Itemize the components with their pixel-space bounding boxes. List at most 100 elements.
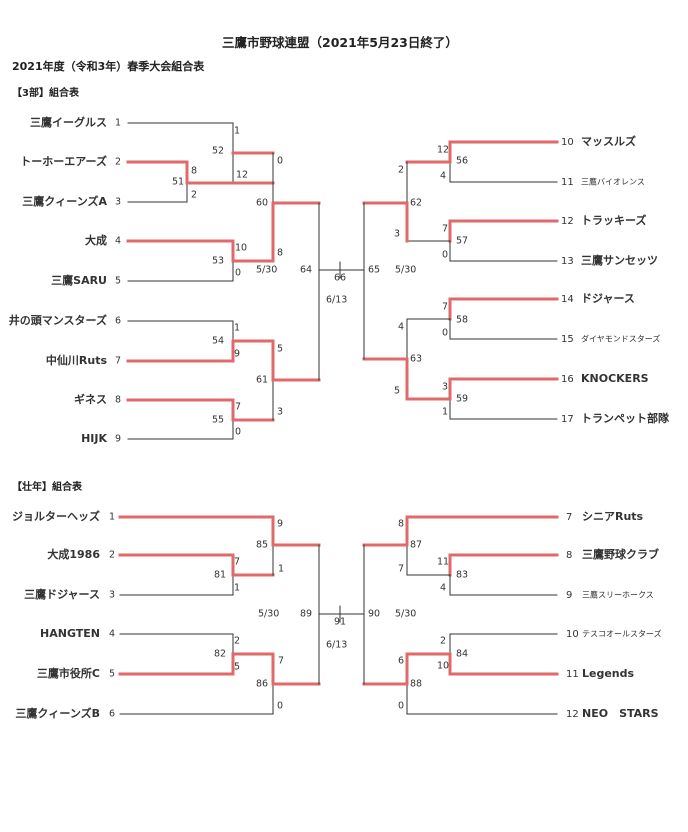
team-name: 三鷹イーグルス [30, 115, 107, 129]
team-number: 7 [115, 356, 121, 367]
team-number: 1 [115, 118, 121, 129]
team-name: 三鷹野球クラブ [582, 547, 659, 561]
team-number: 5 [109, 669, 115, 680]
team-name: HIJK [81, 432, 107, 445]
score: 0 [235, 427, 241, 438]
team-number: 5 [115, 276, 121, 287]
team-number: 4 [115, 236, 121, 247]
date-label: 5/30 [395, 265, 416, 276]
team-name: 三鷹サンセッツ [581, 253, 658, 267]
score: 10 [235, 243, 247, 254]
team-number: 3 [109, 590, 115, 601]
date-label: 6/13 [326, 640, 347, 651]
score: 7 [398, 564, 404, 575]
game-number: 59 [456, 394, 468, 405]
score: 10 [437, 661, 449, 672]
score: 1 [278, 564, 284, 575]
game-number: 54 [212, 336, 224, 347]
team-name: 大成 [85, 233, 107, 247]
game-number: 60 [256, 198, 268, 209]
page-title: 三鷹市野球連盟（2021年5月23日終了） [222, 35, 458, 50]
game-number: 63 [410, 354, 422, 365]
team-name: トランペット部隊 [581, 411, 670, 425]
team-number: 10 [561, 137, 574, 148]
game-number: 89 [300, 609, 312, 620]
score: 0 [235, 268, 241, 279]
score: 12 [236, 170, 248, 181]
score: 4 [398, 322, 404, 333]
game-number: 51 [172, 177, 184, 188]
game-number: 52 [212, 146, 224, 157]
team-number: 9 [115, 434, 121, 445]
game-number: 88 [410, 679, 422, 690]
date-label: 5/30 [258, 609, 279, 620]
score: 12 [437, 145, 449, 156]
date-label: 6/13 [326, 295, 347, 306]
team-name: トラッキーズ [581, 213, 646, 227]
game-number: 65 [368, 265, 380, 276]
game-number: 84 [456, 649, 468, 660]
date-label: 5/30 [256, 265, 277, 276]
team-number: 3 [115, 197, 121, 208]
game-number: 56 [456, 156, 468, 167]
team-name: トーホーエアーズ [20, 154, 107, 168]
score: 1 [234, 583, 240, 594]
team-number: 2 [109, 550, 115, 561]
score: 2 [191, 190, 197, 201]
score: 1 [234, 126, 240, 137]
score: 2 [234, 636, 240, 647]
team-number: 7 [566, 512, 572, 523]
team-number: 1 [109, 512, 115, 523]
section-label-sonen: 【壮年】組合表 [12, 482, 82, 493]
team-number: 11 [561, 177, 574, 188]
game-number: 81 [214, 570, 226, 581]
team-name: 三鷹クィーンズA [22, 194, 107, 208]
score: 4 [440, 171, 446, 182]
team-number: 17 [561, 414, 574, 425]
team-name: 三鷹市役所C [37, 666, 100, 680]
score: 5 [394, 386, 400, 397]
score: 3 [277, 407, 283, 418]
team-name: 三鷹クィーンズB [15, 706, 100, 720]
score: 0 [277, 156, 283, 167]
team-number: 8 [115, 395, 121, 406]
score: 7 [278, 656, 284, 667]
team-name: KNOCKERS [581, 372, 649, 385]
score: 0 [442, 328, 448, 339]
score: 1 [442, 407, 448, 418]
score: 2 [398, 165, 404, 176]
game-number: 61 [256, 375, 268, 386]
team-name: Legends [582, 667, 635, 680]
game-number: 86 [256, 679, 268, 690]
team-number: 14 [561, 294, 574, 305]
score: 8 [398, 519, 404, 530]
score: 5 [234, 662, 240, 673]
score: 9 [234, 349, 240, 360]
score: 3 [394, 229, 400, 240]
team-name: HANGTEN [40, 627, 100, 640]
team-name: テスコオールスターズ [582, 629, 662, 639]
date-label: 5/30 [395, 609, 416, 620]
team-number: 11 [566, 669, 579, 680]
team-name: 三鷹バイオレンス [581, 177, 645, 187]
team-number: 13 [561, 256, 574, 267]
score: 5 [277, 344, 283, 355]
team-name: ドジャース [581, 292, 635, 305]
team-number: 15 [561, 334, 574, 345]
team-number: 9 [566, 590, 572, 601]
team-name: 三鷹SARU [51, 273, 107, 287]
game-number: 91 [334, 617, 346, 628]
team-name: 三鷹スリーホークス [582, 590, 654, 600]
score: 2 [440, 636, 446, 647]
score: 0 [398, 701, 404, 712]
team-name: NEO STARS [582, 707, 659, 720]
game-number: 66 [334, 273, 346, 284]
team-number: 8 [566, 550, 572, 561]
score: 0 [442, 250, 448, 261]
score: 7 [442, 224, 448, 235]
score: 8 [191, 166, 197, 177]
game-number: 85 [256, 540, 268, 551]
score: 3 [442, 382, 448, 393]
score: 0 [277, 701, 283, 712]
score: 11 [437, 557, 449, 568]
